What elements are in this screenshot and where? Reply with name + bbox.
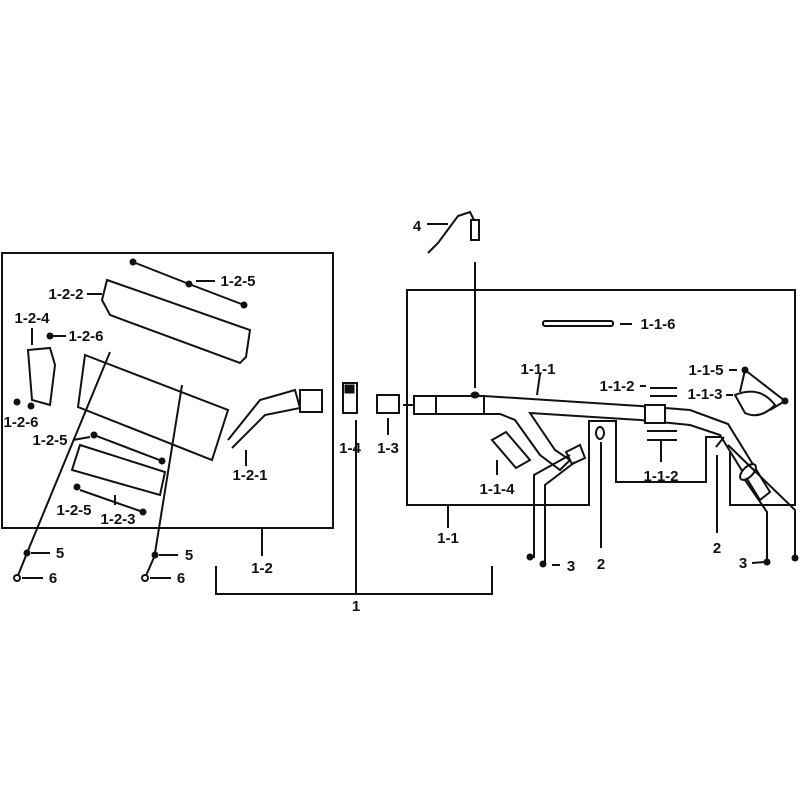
sleeve bbox=[376, 394, 400, 414]
label-screw-bottom: 1-2-5 bbox=[56, 502, 91, 519]
muffler bbox=[76, 353, 323, 466]
heat-shield-right bbox=[726, 366, 789, 417]
label-sensor: 4 bbox=[413, 218, 422, 235]
end-cap bbox=[13, 328, 66, 410]
label-lower-heat-shield: 1-2-3 bbox=[100, 511, 135, 528]
label-pipe-shield: 1-1-4 bbox=[479, 481, 515, 498]
label-end-cap-screw-bottom: 1-2-6 bbox=[3, 414, 38, 431]
clamp-band bbox=[542, 320, 614, 327]
label-exhaust-assembly: 1 bbox=[352, 598, 360, 615]
label-nut-right: 3 bbox=[739, 555, 747, 572]
label-washer-right: 6 bbox=[177, 570, 185, 587]
label-gasket-bottom: 1-1-2 bbox=[643, 468, 678, 485]
label-gasket-left: 2 bbox=[597, 556, 605, 573]
label-clamp-band: 1-1-6 bbox=[640, 316, 675, 333]
label-screw-top: 1-2-5 bbox=[220, 273, 255, 290]
label-heat-shield-screw: 1-1-5 bbox=[688, 362, 723, 379]
front-pipe bbox=[403, 373, 772, 502]
gasket-top bbox=[640, 385, 677, 397]
gasket-bottom bbox=[647, 430, 677, 462]
front-pipe-assembly-box bbox=[406, 289, 796, 506]
label-sleeve: 1-3 bbox=[377, 440, 399, 457]
label-muffler-assembly: 1-2 bbox=[251, 560, 273, 577]
mounting-bolts bbox=[13, 351, 183, 582]
label-clamp: 1-4 bbox=[339, 440, 361, 457]
label-gasket-top: 1-1-2 bbox=[599, 378, 634, 395]
assembly-bracket bbox=[215, 420, 493, 595]
label-end-cap: 1-2-4 bbox=[14, 310, 50, 327]
label-muffler: 1-2-1 bbox=[232, 467, 267, 484]
oxygen-sensor bbox=[427, 210, 480, 388]
label-end-cap-screw-top: 1-2-6 bbox=[68, 328, 103, 345]
lower-heat-shield bbox=[70, 431, 167, 516]
label-front-pipe-assembly: 1-1 bbox=[437, 530, 459, 547]
stud-nuts-right bbox=[727, 444, 799, 566]
clamp bbox=[342, 382, 358, 414]
gasket-left bbox=[595, 426, 605, 440]
label-nut-left: 3 bbox=[567, 558, 575, 575]
label-bolt-left: 5 bbox=[56, 545, 64, 562]
gasket-right bbox=[715, 436, 725, 448]
upper-heat-shield bbox=[87, 258, 252, 365]
muffler-assembly-box bbox=[1, 252, 334, 529]
label-bolt-right: 5 bbox=[185, 547, 193, 564]
label-upper-heat-shield: 1-2-2 bbox=[48, 286, 83, 303]
label-washer-left: 6 bbox=[49, 570, 57, 587]
stud-nuts-left bbox=[526, 454, 576, 568]
label-front-pipe: 1-1-1 bbox=[520, 361, 555, 378]
label-gasket-right: 2 bbox=[713, 540, 721, 557]
pipe-shield bbox=[490, 430, 532, 475]
label-heat-shield-right: 1-1-3 bbox=[687, 386, 722, 403]
label-screw-left: 1-2-5 bbox=[32, 432, 67, 449]
